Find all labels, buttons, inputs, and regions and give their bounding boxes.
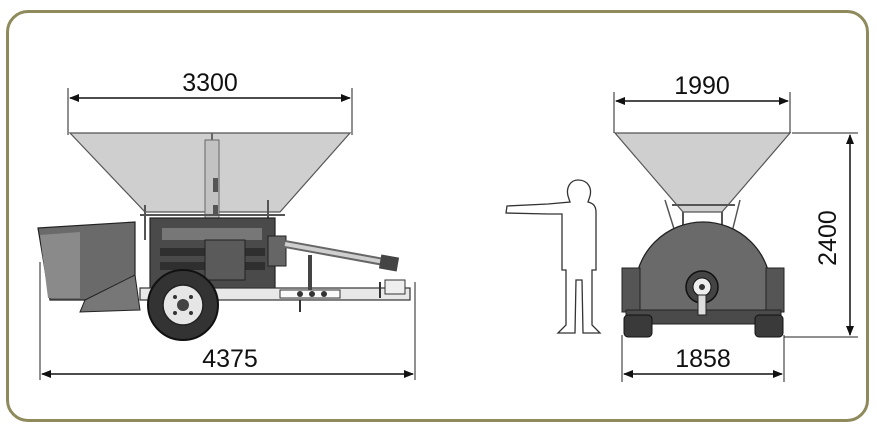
dimension-line-4375 bbox=[39, 262, 416, 380]
dimension-line-1990 bbox=[613, 92, 791, 133]
dimension-line-1858 bbox=[621, 335, 785, 382]
side-view-machine bbox=[37, 132, 411, 341]
human-scale-figure bbox=[505, 179, 602, 334]
label-1858: 1858 bbox=[675, 345, 731, 373]
dimension-line-2400 bbox=[784, 132, 858, 338]
label-3300: 3300 bbox=[182, 69, 238, 97]
label-4375: 4375 bbox=[202, 345, 258, 373]
label-2400: 2400 bbox=[814, 210, 842, 266]
dimension-line-3300 bbox=[67, 88, 353, 135]
front-view-machine bbox=[613, 132, 792, 338]
label-1990: 1990 bbox=[674, 72, 730, 100]
